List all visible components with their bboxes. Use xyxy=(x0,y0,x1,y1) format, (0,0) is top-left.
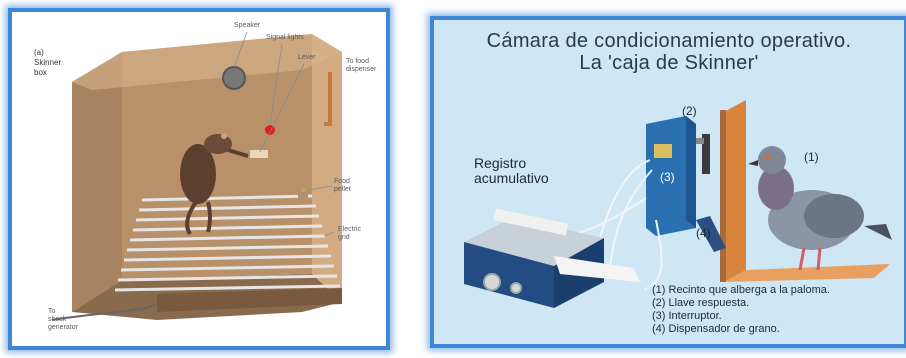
marker-2: (2) xyxy=(682,104,697,118)
grain-dispenser-icon xyxy=(696,216,726,252)
signal-light-icon xyxy=(265,125,275,135)
operant-chamber-illustration xyxy=(464,100,892,308)
to-shock-generator-label: To shock generator xyxy=(48,308,78,331)
cumulative-recorder-label: Registro acumulativo xyxy=(474,155,549,186)
marker-3: (3) xyxy=(660,170,675,184)
cumulative-recorder-icon xyxy=(464,208,640,308)
to-food-dispenser-label: To food dispenser xyxy=(346,58,377,73)
signal-lights-label: Signal lights xyxy=(266,34,304,41)
shock-cable-icon xyxy=(51,303,158,321)
legend-item-1: (1) Recinto que alberga a la paloma. xyxy=(652,284,830,296)
lever-label: Lever xyxy=(298,54,316,61)
response-key-icon xyxy=(702,134,710,174)
food-pellet-icon xyxy=(300,187,306,193)
legend-item-4: (4) Dispensador de grano. xyxy=(652,323,780,335)
food-pipe-icon xyxy=(324,72,332,126)
skinner-box-panel: (a) Skinner box Speaker Signal lights Le… xyxy=(8,8,390,350)
operant-chamber-panel: Cámara de condicionamiento operativo. La… xyxy=(430,16,906,348)
chamber-title-line2: La 'caja de Skinner' xyxy=(579,52,759,74)
skinner-box-illustration xyxy=(51,31,342,321)
marker-4: (4) xyxy=(696,226,711,240)
legend-item-2: (2) Llave respuesta. xyxy=(652,297,750,309)
speaker-label: Speaker xyxy=(234,22,261,29)
food-pellet-label: Food pellet xyxy=(334,178,351,193)
marker-1: (1) xyxy=(804,150,819,164)
rat-icon xyxy=(180,133,249,236)
electric-grid xyxy=(114,194,341,292)
speaker-icon xyxy=(222,66,246,90)
chamber-title-line1: Cámara de condicionamiento operativo. xyxy=(486,30,852,52)
electric-grid-label: Electric grid xyxy=(338,226,361,241)
legend-item-3: (3) Interruptor. xyxy=(652,310,722,322)
food-tray-icon xyxy=(298,188,308,198)
pigeon-icon xyxy=(748,146,892,271)
lever-icon xyxy=(250,150,268,158)
skinner-box-title: (a) Skinner box xyxy=(34,48,62,77)
